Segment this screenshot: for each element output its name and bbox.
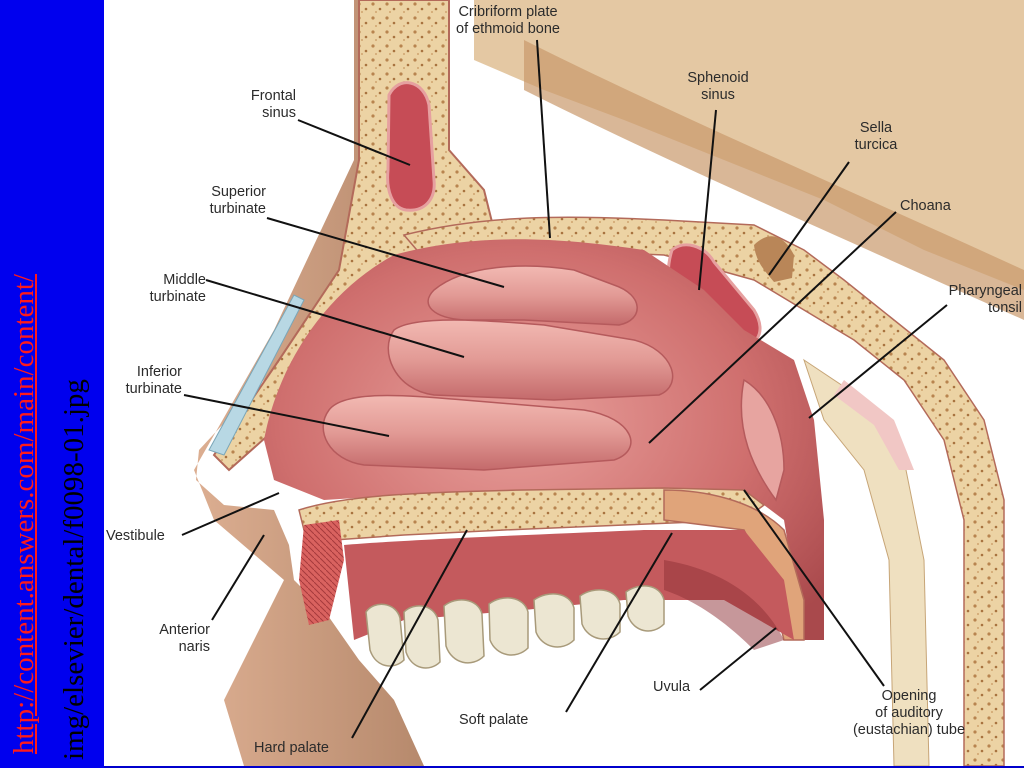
label-hard-palate: Hard palate (254, 740, 329, 756)
frontal-sinus (386, 81, 436, 212)
label-choana: Choana (900, 198, 951, 214)
inferior-turbinate-shape (322, 394, 632, 471)
label-vestibule: Vestibule (106, 528, 165, 544)
upper-teeth (365, 585, 665, 669)
skull-base-bone (402, 216, 1005, 766)
source-link[interactable]: http://content.answers.com/main/content/ (8, 273, 40, 754)
middle-turbinate-shape (387, 319, 674, 401)
label-uvula: Uvula (653, 679, 691, 695)
nasal-cavity-diagram (181, 0, 1024, 766)
leader-lines (181, 39, 948, 739)
source-sidebar: http://content.answers.com/main/content/… (0, 0, 104, 768)
label-soft-palate: Soft palate (459, 712, 529, 728)
source-path: img/elsevier/dental/f0098-01.jpg (58, 379, 90, 760)
hard-palate-bone (298, 487, 766, 541)
